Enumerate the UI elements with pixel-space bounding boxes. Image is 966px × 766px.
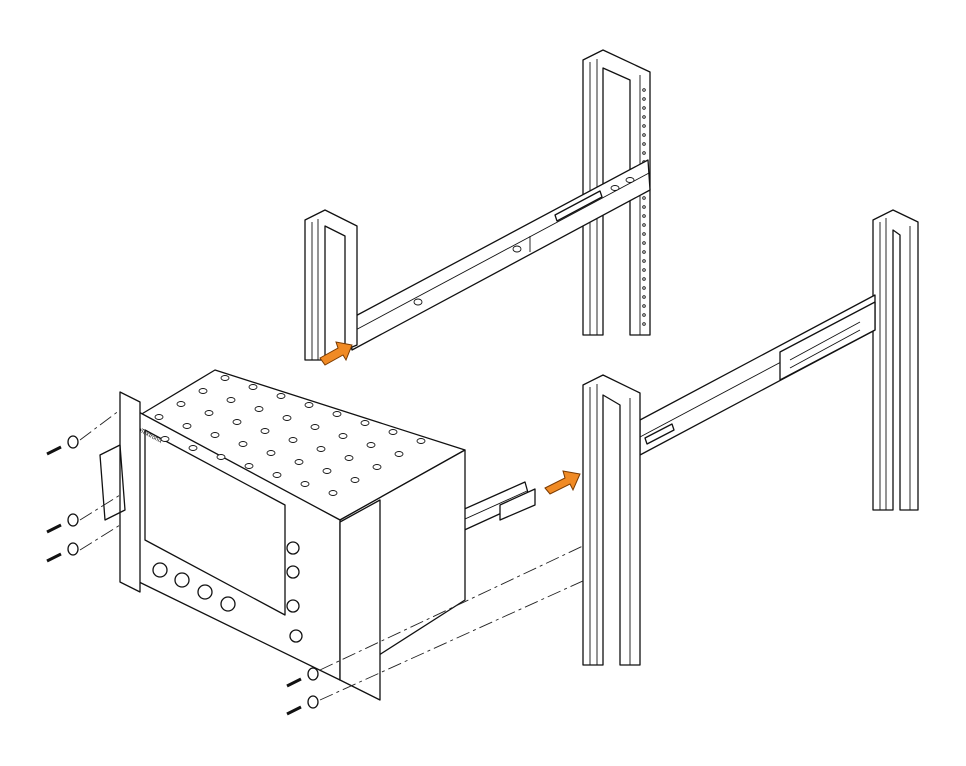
vent-hole <box>316 446 326 452</box>
washer <box>67 435 79 449</box>
vent-hole <box>304 402 314 408</box>
screw <box>286 667 319 688</box>
alignment-lines <box>79 409 586 701</box>
vent-hole <box>216 454 226 460</box>
vent-hole <box>310 424 320 430</box>
vent-hole <box>276 393 286 399</box>
vent-hole <box>360 420 370 426</box>
vent-hole <box>248 384 258 390</box>
screw <box>286 695 319 716</box>
control-knob <box>286 599 300 613</box>
vent-hole <box>350 477 360 483</box>
vent-hole <box>254 406 264 412</box>
left-rack-ear <box>119 391 141 593</box>
vent-hole <box>204 410 214 416</box>
channel-input-connector <box>152 562 168 578</box>
screw <box>46 513 79 534</box>
washer <box>67 542 79 556</box>
channel-input-connector <box>197 584 213 600</box>
vent-hole <box>260 428 270 434</box>
channel-input-connector <box>174 572 190 588</box>
vent-hole <box>160 436 170 442</box>
upper-slide-rail <box>347 159 651 351</box>
vent-hole <box>226 397 236 403</box>
vent-hole <box>232 419 242 425</box>
vent-hole <box>198 388 208 394</box>
insert-arrow-upper <box>319 341 353 366</box>
vent-hole <box>332 411 342 417</box>
front-rack-post-left <box>304 209 358 361</box>
vent-hole <box>182 423 192 429</box>
channel-input-connector <box>220 596 236 612</box>
control-knob <box>289 629 303 643</box>
vent-hole <box>322 468 332 474</box>
vent-hole <box>388 429 398 435</box>
display-screen <box>144 429 286 616</box>
vent-hole <box>294 459 304 465</box>
vent-hole <box>266 450 276 456</box>
vent-hole <box>338 433 348 439</box>
vent-hole <box>328 490 338 496</box>
vent-hole <box>176 401 186 407</box>
vent-hole <box>282 415 292 421</box>
right-rack-ear <box>339 499 381 701</box>
vent-hole <box>366 442 376 448</box>
vent-hole <box>238 441 248 447</box>
vent-hole <box>288 437 298 443</box>
vent-hole <box>244 463 254 469</box>
washer <box>307 667 319 681</box>
washer <box>67 513 79 527</box>
handle <box>99 444 126 521</box>
vent-hole <box>372 464 382 470</box>
control-knob <box>286 541 300 555</box>
oscilloscope: Tektronix <box>99 369 466 701</box>
vent-hole <box>188 445 198 451</box>
vent-hole <box>220 375 230 381</box>
screw <box>46 542 79 563</box>
vent-hole <box>416 438 426 444</box>
front-rack-post-right <box>582 374 641 666</box>
control-knob <box>286 565 300 579</box>
right-slide-rail <box>639 294 876 456</box>
vent-hole <box>394 451 404 457</box>
screw <box>46 435 79 456</box>
rear-rack-post-right <box>872 209 919 511</box>
vent-hole <box>272 472 282 478</box>
vent-hole <box>210 432 220 438</box>
vent-hole <box>344 455 354 461</box>
vent-hole <box>154 414 164 420</box>
washer <box>307 695 319 709</box>
vent-hole <box>300 481 310 487</box>
insert-arrow-lower <box>544 470 581 495</box>
